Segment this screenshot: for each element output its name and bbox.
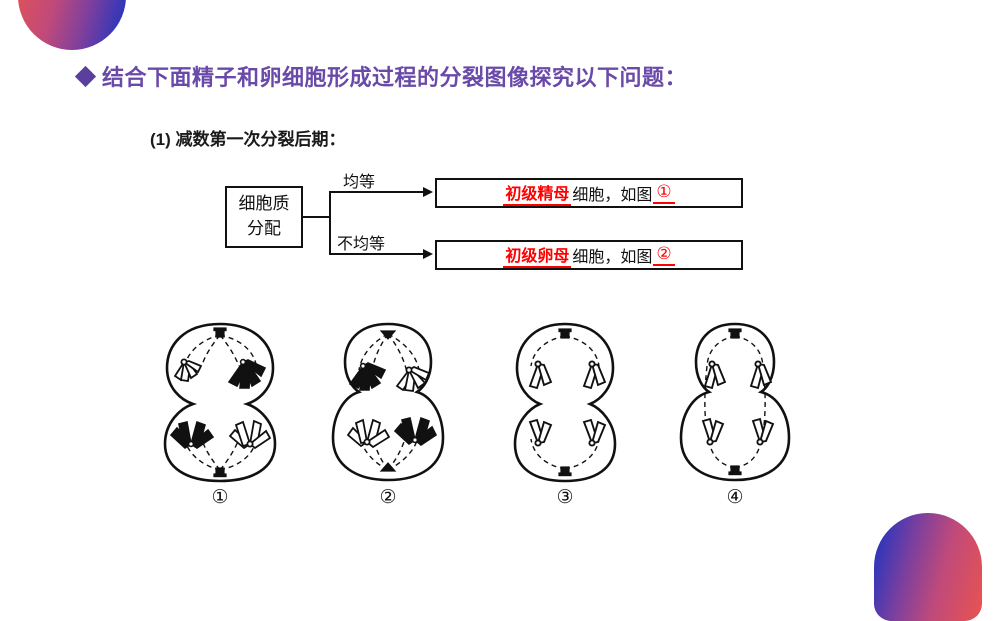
question-heading: (1) 减数第一次分裂后期：	[150, 130, 346, 149]
cell-1-figure	[163, 322, 277, 483]
cell-diagram-1: ①	[150, 318, 290, 507]
connector-riser	[329, 191, 331, 255]
slide-title-row: 结合下面精子和卵细胞形成过程的分裂图像探究以下问题：	[74, 60, 688, 92]
corner-gradient-top-left	[18, 0, 126, 50]
connector-arm-top	[329, 191, 427, 193]
answer-blank-1: 初级精母	[503, 180, 572, 206]
connector-stem	[303, 216, 331, 218]
corner-gradient-bottom-right	[874, 513, 982, 621]
cell-label-3: ③	[556, 487, 574, 508]
cell-diagram-4: ④	[665, 318, 805, 507]
cell-label-2: ②	[379, 487, 397, 508]
cell-4-figure	[679, 322, 791, 482]
branch-label-unequal: 不均等	[337, 236, 386, 253]
cell-label-1: ①	[211, 487, 229, 508]
answer-middle-text-1: 细胞，如图	[572, 187, 653, 204]
answer-box-1: 初级精母 细胞，如图 ①	[435, 178, 743, 208]
answer-middle-text-2: 细胞，如图	[572, 249, 653, 266]
answer-box-2: 初级卵母 细胞，如图 ②	[435, 240, 743, 270]
cell-diagram-2: ②	[318, 318, 458, 507]
cell-3-figure	[513, 322, 617, 483]
arrowhead-bottom-icon	[423, 249, 433, 259]
cell-diagram-row: ①	[150, 318, 830, 518]
flowchart: 细胞质 分配 均等 不均等 初级精母 细胞，如图 ① 初级卵母 细胞，如图 ②	[225, 174, 745, 280]
answer-figure-ref-2: ②	[653, 244, 675, 266]
answer-blank-2: 初级卵母	[503, 242, 572, 268]
branch-label-equal: 均等	[343, 174, 376, 191]
diamond-bullet-icon	[74, 65, 97, 87]
source-label-line2: 分配	[247, 219, 281, 238]
connector-arm-bottom	[329, 253, 427, 255]
source-label-line1: 细胞质	[238, 194, 290, 214]
arrowhead-top-icon	[423, 187, 433, 197]
page-title: 结合下面精子和卵细胞形成过程的分裂图像探究以下问题：	[102, 65, 688, 90]
flowchart-source-box: 细胞质 分配	[225, 186, 303, 248]
cell-2-figure	[331, 322, 445, 482]
answer-figure-ref-1: ①	[653, 182, 675, 204]
cell-label-4: ④	[726, 487, 744, 508]
cell-diagram-3: ③	[495, 318, 635, 507]
